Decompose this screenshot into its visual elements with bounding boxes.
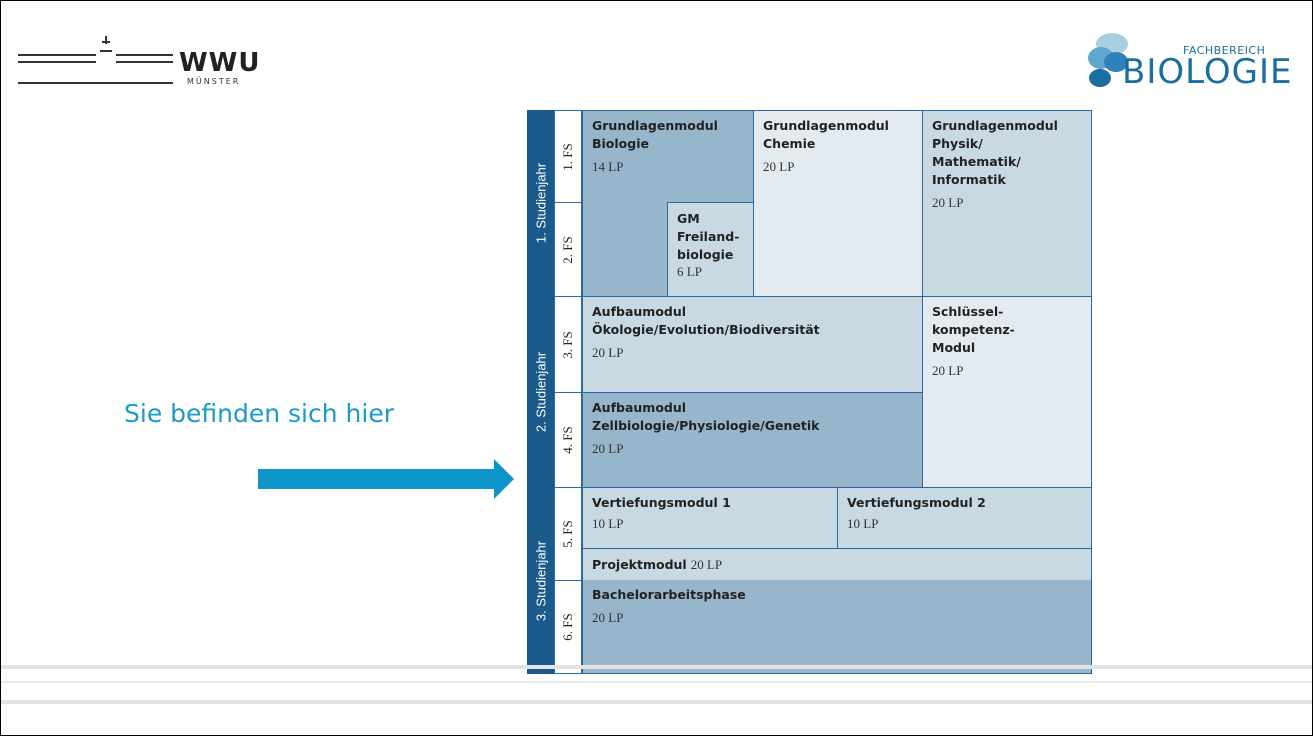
logo-line: [116, 61, 173, 63]
module-gm-physik: Grundlagenmodul Physik/ Mathematik/ Info…: [922, 110, 1092, 297]
semester-label-2: 2. FS: [554, 202, 582, 297]
module-schluesselkompetenz: Schlüssel- kompetenz- Modul 20 LP: [922, 296, 1092, 488]
logo-line: [18, 54, 96, 56]
location-hint: Sie befinden sich hier: [124, 399, 394, 428]
year-label-1: 1. Studienjahr: [527, 110, 554, 296]
arrow-right-icon: [258, 469, 496, 489]
module-vertiefung-2: Vertiefungsmodul 2 10 LP: [837, 487, 1092, 549]
semester-label-4: 4. FS: [554, 392, 582, 488]
module-gm-chemie: Grundlagenmodul Chemie 20 LP: [753, 110, 923, 297]
logo-line: [18, 82, 173, 84]
module-bachelorarbeit: Bachelorarbeitsphase 20 LP: [582, 580, 1092, 674]
wwu-subtitle: MÜNSTER: [187, 77, 241, 86]
semester-label-3: 3. FS: [554, 296, 582, 393]
wwu-name: WWU: [179, 48, 261, 78]
module-am-zellbiologie: Aufbaumodul Zellbiologie/Physiologie/Gen…: [582, 392, 923, 488]
leaf-mark-icon: [1088, 33, 1128, 87]
arrow-head-icon: [494, 459, 514, 499]
year-label-2: 2. Studienjahr: [527, 296, 554, 487]
semester-label-6: 6. FS: [554, 580, 582, 674]
logo-line: [18, 61, 96, 63]
module-gm-freiland: GM Freiland- biologie 6 LP: [667, 202, 754, 297]
logo-line: [102, 41, 110, 43]
logo-line: [116, 54, 173, 56]
logo-line: [105, 36, 107, 44]
year-label-3: 3. Studienjahr: [527, 487, 554, 674]
module-vertiefung-1: Vertiefungsmodul 1 10 LP: [582, 487, 838, 549]
module-am-oekologie: Aufbaumodul Ökologie/Evolution/Biodivers…: [582, 296, 923, 393]
footer-divider: [1, 665, 1312, 669]
department-label: FACHBEREICH: [1183, 44, 1266, 57]
semester-label-1: 1. FS: [554, 110, 582, 203]
semester-label-5: 5. FS: [554, 487, 582, 581]
footer-divider: [1, 681, 1312, 683]
logo-line: [100, 50, 112, 52]
footer-divider: [1, 700, 1312, 704]
department-name: BIOLOGIE: [1122, 52, 1293, 92]
